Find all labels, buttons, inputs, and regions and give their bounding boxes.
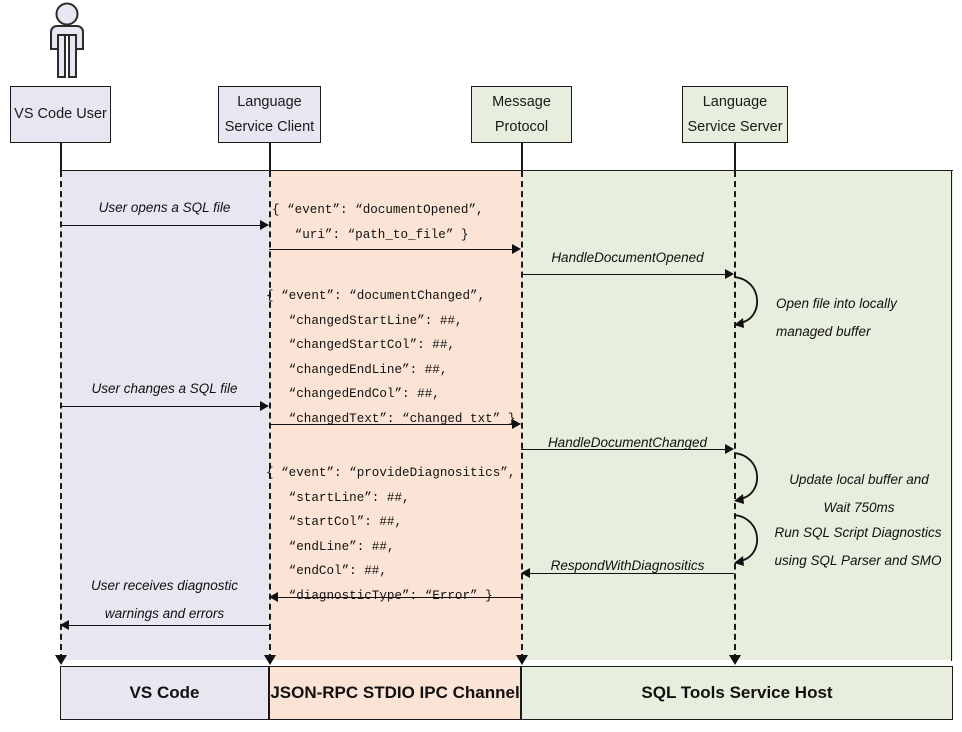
note-line: managed buffer bbox=[776, 324, 871, 339]
message-arrow-user-changes-sql-file bbox=[60, 406, 261, 407]
lifeline-header-label-line2: Service Server bbox=[687, 118, 783, 135]
lifeline-language-service-client bbox=[269, 171, 271, 660]
message-text: HandleDocumentChanged bbox=[547, 435, 708, 450]
message-arrowhead-left bbox=[60, 620, 69, 630]
lifeline-header-label-line2: Protocol bbox=[494, 118, 549, 135]
swimlane-band-ipc-channel bbox=[269, 170, 521, 660]
json-line: { “event”: “documentChanged”, bbox=[266, 289, 486, 303]
json-line: “diagnosticType”: “Error” } bbox=[266, 588, 493, 603]
lifeline-terminator-arrow-language-service-client bbox=[264, 655, 276, 665]
footer-label: SQL Tools Service Host bbox=[641, 683, 833, 702]
lifeline-header-label-line1: Message bbox=[492, 93, 551, 110]
message-text-line1: User receives diagnostic bbox=[90, 578, 239, 593]
json-line: “endLine”: ##, bbox=[266, 539, 395, 554]
lifeline-stem-language-service-server bbox=[734, 143, 736, 171]
lifeline-header-label: VS Code User bbox=[14, 106, 107, 122]
lifeline-language-service-server bbox=[734, 171, 736, 660]
lifeline-stem-language-service-client bbox=[269, 143, 271, 171]
lifeline-header-label-line1: Language bbox=[237, 93, 302, 110]
footer-label: VS Code bbox=[129, 683, 200, 702]
message-arrow-respond-with-diagnositics bbox=[530, 573, 734, 574]
lifeline-stem-vs-code-user bbox=[60, 143, 62, 171]
swimlane-band-service-host bbox=[521, 170, 953, 660]
swimlane-band-vs-code bbox=[60, 170, 269, 660]
actor-person-icon bbox=[50, 2, 84, 78]
message-arrow-user-opens-sql-file bbox=[60, 225, 261, 226]
message-arrowhead-right bbox=[725, 269, 734, 279]
lifeline-header-language-service-server[interactable]: Language Service Server bbox=[682, 86, 788, 143]
message-arrowhead-right bbox=[260, 401, 269, 411]
lifeline-message-protocol bbox=[521, 171, 523, 660]
json-line: “changedEndLine”: ##, bbox=[266, 362, 448, 377]
note-run-sql-script-diagnostics: Run SQL Script Diagnostics using SQL Par… bbox=[760, 519, 956, 575]
message-arrowhead-right bbox=[725, 444, 734, 454]
message-arrowhead-left bbox=[521, 568, 530, 578]
self-call-loop-run-diagnostics bbox=[733, 514, 759, 566]
note-line: using SQL Parser and SMO bbox=[774, 553, 942, 568]
message-text: HandleDocumentOpened bbox=[551, 250, 704, 265]
lifeline-header-label-line1: Language bbox=[702, 93, 768, 110]
message-label-handle-document-changed: HandleDocumentChanged bbox=[521, 435, 734, 450]
message-text: User opens a SQL file bbox=[98, 200, 231, 215]
note-update-buffer-wait: Update local buffer and Wait 750ms bbox=[768, 466, 950, 522]
json-payload-document-opened: { “event”: “documentOpened”, “uri”: “pat… bbox=[272, 198, 484, 247]
note-line: Open file into locally bbox=[776, 296, 897, 311]
message-arrow-client-to-protocol-open bbox=[269, 249, 513, 250]
message-label-user-receives-diagnostics: User receives diagnostic warnings and er… bbox=[60, 572, 269, 628]
message-arrow-user-receives-diagnostics bbox=[69, 625, 269, 626]
note-line: Wait 750ms bbox=[823, 500, 895, 515]
json-payload-document-changed: { “event”: “documentChanged”, “changedSt… bbox=[266, 284, 515, 432]
message-arrowhead-right bbox=[512, 419, 521, 429]
json-line: “endCol”: ##, bbox=[266, 564, 387, 579]
message-label-respond-with-diagnositics: RespondWithDiagnositics bbox=[521, 558, 734, 573]
lifeline-stem-message-protocol bbox=[521, 143, 523, 171]
note-line: Run SQL Script Diagnostics bbox=[774, 525, 942, 540]
json-line: “changedText”: “changed txt” } bbox=[266, 411, 516, 426]
json-line: { “event”: “documentOpened”, bbox=[272, 203, 484, 217]
message-label-handle-document-opened: HandleDocumentOpened bbox=[521, 250, 734, 265]
message-arrowhead-right bbox=[260, 220, 269, 230]
lifeline-header-message-protocol[interactable]: Message Protocol bbox=[471, 86, 572, 143]
message-arrow-handle-document-opened bbox=[521, 274, 726, 275]
message-text-line2: warnings and errors bbox=[104, 606, 225, 621]
band-right-border bbox=[951, 170, 952, 661]
footer-label: JSON-RPC STDIO IPC Channel bbox=[270, 683, 520, 702]
json-line: “changedStartCol”: ##, bbox=[266, 338, 455, 353]
json-line: { “event”: “provideDiagnositics”, bbox=[266, 466, 516, 480]
footer-service-host[interactable]: SQL Tools Service Host bbox=[521, 666, 953, 720]
json-line: “startCol”: ##, bbox=[266, 515, 403, 530]
message-text: RespondWithDiagnositics bbox=[550, 558, 705, 573]
note-line: Update local buffer and bbox=[789, 472, 929, 487]
message-arrowhead-left bbox=[269, 592, 278, 602]
lifeline-header-vs-code-user[interactable]: VS Code User bbox=[10, 86, 111, 143]
footer-ipc-channel[interactable]: JSON-RPC STDIO IPC Channel bbox=[269, 666, 521, 720]
message-text: User changes a SQL file bbox=[91, 381, 238, 396]
message-arrow-protocol-to-client-diagnostics bbox=[278, 597, 521, 598]
json-line: “changedStartLine”: ##, bbox=[266, 313, 463, 328]
lifeline-terminator-arrow-language-service-server bbox=[729, 655, 741, 665]
lifeline-header-language-service-client[interactable]: Language Service Client bbox=[218, 86, 321, 143]
lifeline-terminator-arrow-vs-code-user bbox=[55, 655, 67, 665]
message-arrow-handle-document-changed bbox=[521, 449, 726, 450]
lifeline-vs-code-user bbox=[60, 171, 62, 660]
json-line: “startLine”: ##, bbox=[266, 490, 410, 505]
footer-vs-code[interactable]: VS Code bbox=[60, 666, 269, 720]
self-call-loop-update-buffer bbox=[733, 452, 759, 504]
message-arrow-client-to-protocol-changed bbox=[269, 424, 513, 425]
json-payload-provide-diagnositics: { “event”: “provideDiagnositics”, “start… bbox=[266, 461, 515, 609]
lifeline-terminator-arrow-message-protocol bbox=[516, 655, 528, 665]
self-call-loop-open-file bbox=[733, 276, 759, 328]
lifeline-header-label-line2: Service Client bbox=[224, 118, 315, 135]
message-label-user-changes-sql-file: User changes a SQL file bbox=[60, 381, 269, 396]
band-top-border bbox=[60, 170, 953, 171]
message-arrowhead-right bbox=[512, 244, 521, 254]
message-label-user-opens-sql-file: User opens a SQL file bbox=[60, 200, 269, 215]
json-line: “changedEndCol”: ##, bbox=[266, 387, 440, 402]
note-open-file-into-buffer: Open file into locally managed buffer bbox=[776, 290, 897, 346]
json-line: “uri”: “path_to_file” } bbox=[272, 227, 469, 242]
